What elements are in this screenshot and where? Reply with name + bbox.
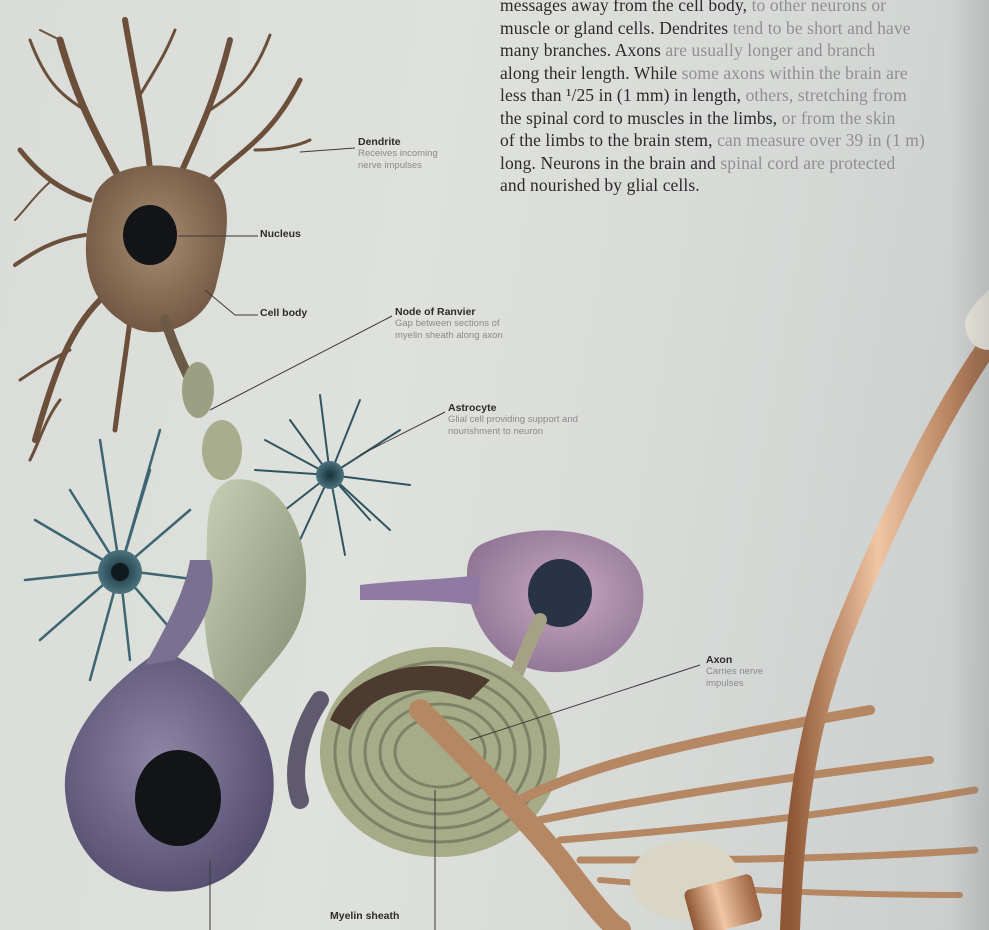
label-axon-desc: Carries nerve	[706, 666, 763, 678]
text-line: and nourished by glial cells.	[500, 174, 970, 197]
text-line: the spinal cord to muscles in the limbs,…	[500, 107, 970, 130]
myelin-segment	[202, 420, 242, 480]
pink-cell-process	[360, 575, 480, 605]
label-myelin-sheath-title: Myelin sheath	[330, 910, 399, 922]
label-axon-desc: impulses	[706, 678, 763, 690]
text-line: along their length. While some axons wit…	[500, 62, 970, 85]
label-astrocyte-title: Astrocyte	[448, 402, 578, 414]
label-astrocyte-desc: nourishment to neuron	[448, 426, 578, 438]
label-nucleus: Nucleus	[260, 228, 301, 240]
astrocyte-upper-center	[316, 461, 344, 489]
label-dendrite-desc: nerve impulses	[358, 160, 438, 172]
text-line: of the limbs to the brain stem, can meas…	[500, 129, 970, 152]
leader-node-ranvier	[210, 316, 392, 410]
label-node-of-ranvier: Node of Ranvier Gap between sections of …	[395, 306, 503, 342]
label-axon: Axon Carries nerve impulses	[706, 654, 763, 690]
glial-process	[204, 479, 306, 720]
label-dendrite-desc: Receives incoming	[358, 148, 438, 160]
leader-dendrite	[300, 148, 355, 152]
text-line: many branches. Axons are usually longer …	[500, 39, 970, 62]
label-node-of-ranvier-title: Node of Ranvier	[395, 306, 503, 318]
myelin-segment	[182, 362, 214, 418]
text-line: long. Neurons in the brain and spinal co…	[500, 152, 970, 175]
label-cell-body-title: Cell body	[260, 307, 307, 319]
astrocyte-lower-nucleus	[111, 563, 129, 581]
label-dendrite-title: Dendrite	[358, 136, 438, 148]
nucleus	[123, 205, 177, 265]
label-nucleus-title: Nucleus	[260, 228, 301, 240]
text-line: messages away from the cell body, to oth…	[500, 0, 970, 17]
label-node-of-ranvier-desc: myelin sheath along axon	[395, 330, 503, 342]
label-dendrite: Dendrite Receives incoming nerve impulse…	[358, 136, 438, 172]
label-cell-body: Cell body	[260, 307, 307, 319]
label-myelin-sheath: Myelin sheath	[330, 910, 399, 922]
label-axon-title: Axon	[706, 654, 763, 666]
leader-astrocyte	[360, 412, 445, 455]
text-line: less than ¹/25 in (1 mm) in length, othe…	[500, 84, 970, 107]
label-astrocyte-desc: Glial cell providing support and	[448, 414, 578, 426]
lower-nucleus	[135, 750, 221, 846]
label-node-of-ranvier-desc: Gap between sections of	[395, 318, 503, 330]
label-astrocyte: Astrocyte Glial cell providing support a…	[448, 402, 578, 438]
text-line: muscle or gland cells. Dendrites tend to…	[500, 17, 970, 40]
body-text: messages away from the cell body, to oth…	[500, 0, 970, 197]
